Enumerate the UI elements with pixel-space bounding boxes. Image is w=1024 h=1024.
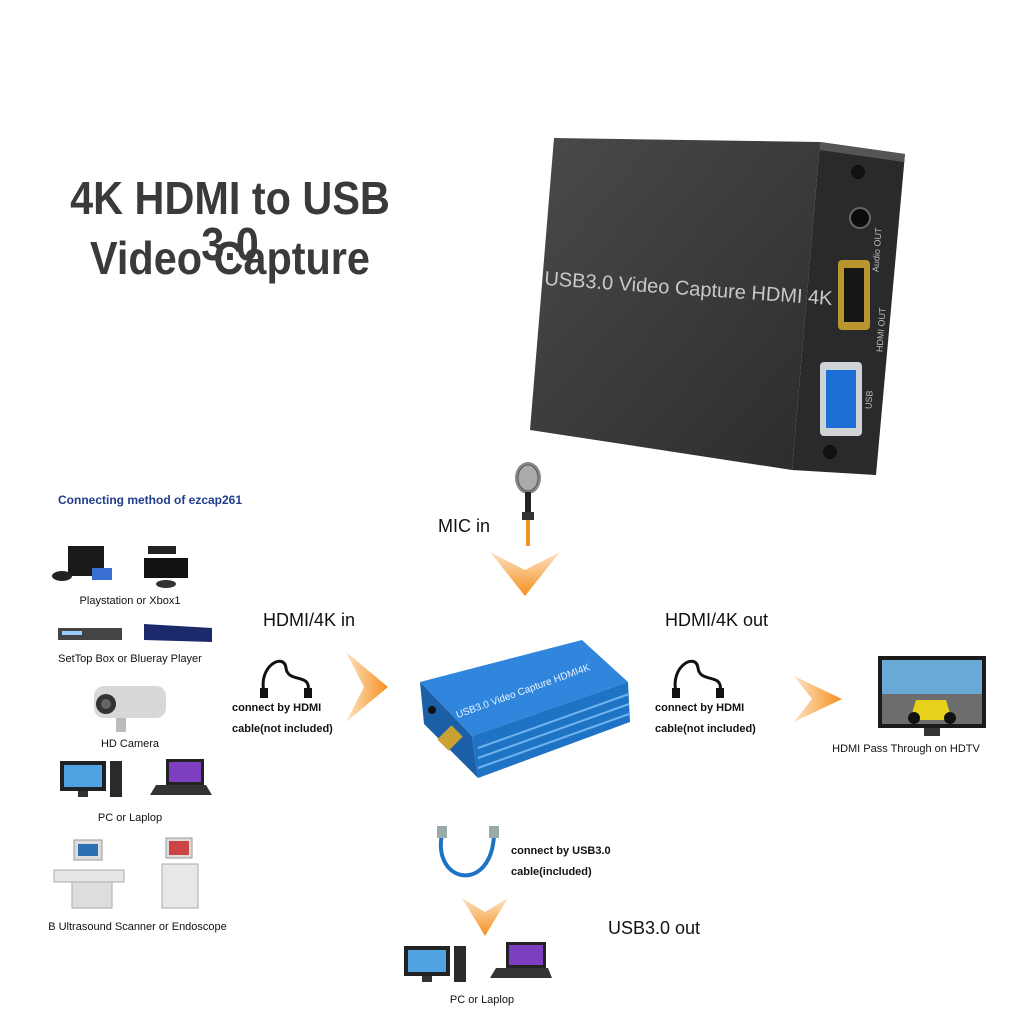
console-icon <box>52 546 188 588</box>
arrow-right-in <box>346 652 388 722</box>
usb-cable-note: connect by USB3.0 cable(included) <box>511 841 611 883</box>
microphone-icon <box>515 462 541 546</box>
usb-out-label: USB3.0 out <box>608 918 701 938</box>
arrow-down-mic <box>490 552 560 596</box>
hdmi-in-label: HDMI/4K in <box>263 610 356 630</box>
port-label-audio: Audio OUT <box>870 227 883 273</box>
mic-in-label: MIC in <box>438 516 491 536</box>
hdmi-out-label: HDMI/4K out <box>665 610 769 630</box>
pc-laptop-icon-out <box>404 942 552 982</box>
screw-icon <box>823 445 837 459</box>
hd-camera-icon <box>94 686 166 732</box>
hdmi-out-cable-line-2: cable(not included) <box>655 723 756 735</box>
usb-cable-line-1: connect by USB3.0 <box>511 845 611 857</box>
hdmi-in-cable-line-2: cable(not included) <box>232 723 333 735</box>
hdtv-icon <box>878 656 986 736</box>
screw-icon <box>851 165 865 179</box>
hdmi-cable-icon-in <box>260 659 312 698</box>
pc-out-label: PC or Laplop <box>449 994 515 1006</box>
hdtv-label: HDMI Pass Through on HDTV <box>832 743 980 755</box>
pc-laptop-icon-left <box>60 759 212 797</box>
capture-device-center: USB3.0 Video Capture HDMI4K <box>420 640 630 778</box>
hdmi-cable-icon-out <box>672 659 724 698</box>
hdmi-out-cable-note: connect by HDMI cable(not included) <box>655 698 756 740</box>
hdmi-out-cable-line-1: connect by HDMI <box>655 702 745 714</box>
capture-device-top: USB3.0 Video Capture HDMI 4K Audio OUT H… <box>530 138 905 475</box>
arrow-down-usb <box>462 898 508 936</box>
audio-jack-icon <box>849 207 871 229</box>
hdmi-in-cable-note: connect by HDMI cable(not included) <box>232 698 333 740</box>
center-hdmi-port-icon <box>437 725 463 751</box>
headline-line-1: 4K HDMI to USB 3.0 <box>70 172 390 270</box>
usb-cable-line-2: cable(included) <box>511 866 592 878</box>
hdmi-in-cable-line-1: connect by HDMI <box>232 702 322 714</box>
ultrasound-scanner-icon <box>53 837 199 909</box>
usb-cable-icon <box>437 826 499 878</box>
headline-line-2: Video Capture <box>90 232 370 284</box>
source-label-ultrasound: B Ultrasound Scanner or Endoscope <box>48 921 227 933</box>
arrow-right-out <box>794 676 842 722</box>
source-label-pc: PC or Laplop <box>97 812 163 824</box>
source-label-console: Playstation or Xbox1 <box>79 595 181 607</box>
settop-box-icon <box>58 624 212 642</box>
port-label-hdmi: HDMI OUT <box>874 307 887 353</box>
source-label-camera: HD Camera <box>100 738 160 750</box>
port-label-usb: USB <box>863 390 874 409</box>
connecting-method-title: Connecting method of ezcap261 <box>58 493 243 507</box>
source-label-settop: SetTop Box or Blueray Player <box>58 653 202 665</box>
